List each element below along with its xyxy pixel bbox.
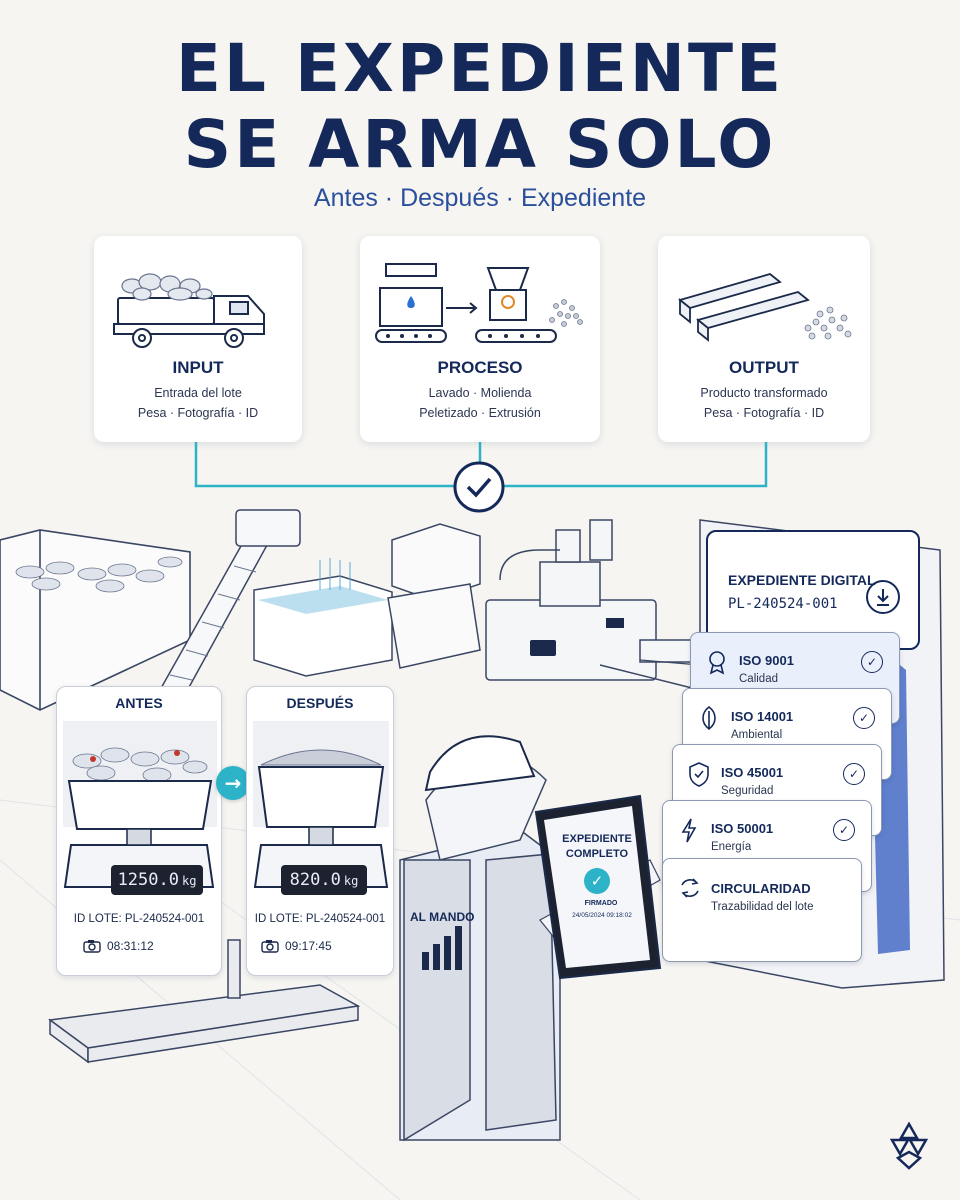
recycle-icon — [681, 878, 699, 898]
folder-name: ISO 9001 — [739, 653, 794, 668]
tablet-datetime: 24/05/2024 09:18:02 — [572, 912, 632, 919]
download-icon — [877, 589, 889, 606]
before-timestamp: 08:31:12 — [83, 939, 154, 953]
before-weight: 1250.0 — [117, 870, 179, 890]
truck-icon — [113, 273, 265, 348]
profiles-pellets-icon — [678, 273, 852, 342]
camera-icon — [261, 940, 279, 953]
folder-sub: Seguridad — [721, 785, 774, 797]
tablet-status: EXPEDIENTE COMPLETO — [554, 832, 640, 862]
check-icon: ✓ — [853, 707, 875, 729]
after-lot-id: ID LOTE: PL-240524-001 — [254, 913, 386, 925]
after-time: 09:17:45 — [285, 939, 332, 953]
tablet-line1: EXPEDIENTE — [562, 833, 632, 845]
step-desc-output-1: Producto transformado — [700, 386, 828, 400]
folder-circularidad[interactable]: CIRCULARIDAD Trazabilidad del lote — [662, 858, 862, 962]
after-unit: kg — [343, 874, 359, 888]
vest-label: AL MANDO — [410, 910, 475, 924]
before-title: ANTES — [115, 695, 163, 711]
step-desc-proceso-1: Lavado · Molienda — [428, 386, 532, 400]
page-title-line2: SE ARMA SOLO — [183, 106, 777, 183]
before-time: 08:31:12 — [107, 939, 154, 953]
before-lot-id: ID LOTE: PL-240524-001 — [73, 913, 205, 925]
leaf-icon — [702, 705, 716, 731]
pellet-crate-icon — [253, 721, 389, 888]
shield-check-icon — [689, 762, 709, 787]
step-desc-input-2: Pesa · Fotografía · ID — [137, 406, 259, 420]
digital-file-panel: EXPEDIENTE DIGITAL PL-240524-001 — [706, 530, 920, 650]
step-desc-proceso-2: Peletizado · Extrusión — [419, 406, 541, 420]
folder-sub: Calidad — [739, 673, 778, 685]
after-weight: 820.0 — [289, 870, 341, 890]
folder-name: ISO 45001 — [721, 765, 784, 780]
download-button[interactable] — [866, 580, 900, 614]
folder-sub: Energía — [711, 841, 752, 853]
step-card-proceso: PROCESO Lavado · Molienda Peletizado · E… — [360, 236, 600, 442]
step-card-input: INPUT Entrada del lote Pesa · Fotografía… — [94, 236, 302, 442]
folder-sub: Trazabilidad del lote — [711, 901, 814, 913]
after-title: DESPUÉS — [286, 695, 354, 711]
step-name-output: OUTPUT — [729, 358, 799, 377]
step-card-output: OUTPUT Producto transformado Pesa · Foto… — [658, 236, 870, 442]
folder-name: ISO 14001 — [731, 709, 794, 724]
digital-file-id: PL-240524-001 — [728, 596, 838, 612]
check-circle-icon — [453, 461, 505, 513]
check-icon: ✓ — [833, 819, 855, 841]
worker-figure — [399, 735, 662, 1142]
check-circle-icon: ✓ — [584, 868, 610, 894]
lightning-icon — [681, 818, 697, 843]
camera-icon — [83, 940, 101, 953]
step-name-input: INPUT — [172, 358, 224, 377]
step-name-proceso: PROCESO — [437, 358, 523, 377]
tablet-signed: FIRMADO — [584, 900, 618, 907]
folder-name: CIRCULARIDAD — [711, 881, 811, 896]
before-unit: kg — [181, 874, 197, 888]
folder-name: ISO 50001 — [711, 821, 774, 836]
ribbon-icon — [709, 651, 725, 675]
page-subtitle: Antes · Después · Expediente — [313, 184, 647, 212]
process-line-icon — [375, 263, 583, 343]
after-timestamp: 09:17:45 — [261, 939, 332, 953]
check-icon: ✓ — [843, 763, 865, 785]
flow-connector — [194, 442, 768, 513]
step-desc-input-1: Entrada del lote — [154, 386, 242, 400]
digital-file-title: EXPEDIENTE DIGITAL — [728, 572, 876, 588]
step-desc-output-2: Pesa · Fotografía · ID — [703, 406, 825, 420]
page-title-line1: EL EXPEDIENTE — [175, 30, 785, 107]
folder-sub: Ambiental — [731, 729, 783, 741]
tablet-line2: COMPLETO — [565, 848, 629, 860]
check-icon: ✓ — [861, 651, 883, 673]
brand-logo-icon — [889, 1121, 929, 1170]
arrow-right-icon: → — [216, 766, 250, 800]
